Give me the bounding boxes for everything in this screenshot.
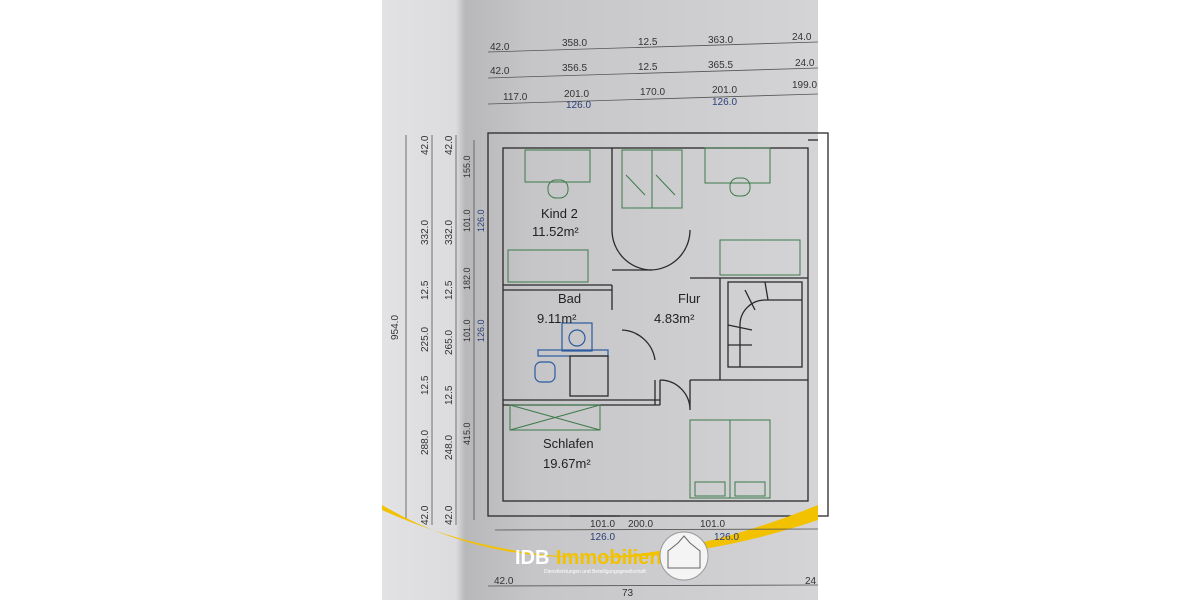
furniture: [507, 147, 801, 499]
dim-label: 42.0: [444, 135, 455, 155]
dim-label: 200.0: [628, 519, 653, 530]
dim-label: 265.0: [444, 330, 455, 355]
dim-label: 12.5: [444, 280, 455, 300]
dim-label: 365.5: [708, 60, 733, 71]
bottom-dimension-lines: [487, 528, 819, 587]
dim-label: 12.5: [420, 375, 431, 395]
top-dimension-labels: 42.0 358.0 12.5 363.0 24.0 42.0 356.5 12…: [490, 32, 817, 111]
staircase: [727, 281, 803, 368]
dim-label: 12.5: [638, 37, 658, 48]
room-labels: Kind 2 11.52m² Bad 9.11m² Flur 4.83m² Sc…: [532, 206, 701, 471]
paper-background: [382, 0, 818, 600]
building-icon: [667, 535, 701, 569]
building-seal-icon: [659, 531, 709, 581]
dim-label: 954.0: [390, 315, 401, 340]
dim-label: 24: [805, 576, 817, 587]
room-area-flur: 4.83m²: [654, 311, 695, 326]
company-logo: IDB Immobilien Dienstleistungen und Bete…: [515, 531, 709, 581]
dim-label: 201.0: [712, 85, 737, 96]
dim-label: 126.0: [566, 100, 591, 111]
logo-tagline: Dienstleistungen und Beteiligungsgesells…: [544, 569, 646, 575]
dim-label: 356.5: [562, 63, 587, 74]
dim-label: 12.5: [420, 280, 431, 300]
dim-label: 42.0: [494, 576, 514, 587]
dim-label: 126.0: [712, 97, 737, 108]
dim-label: 126.0: [476, 319, 486, 342]
room-name-flur: Flur: [678, 291, 701, 306]
dim-label: 117.0: [503, 92, 528, 103]
dim-label: 73: [622, 588, 634, 599]
dim-label: 126.0: [590, 532, 615, 543]
walls: [487, 132, 829, 517]
dim-label: 42.0: [444, 505, 455, 525]
dim-label: 42.0: [490, 42, 510, 53]
dim-label: 126.0: [476, 209, 486, 232]
logo-prefix: IDB: [515, 547, 549, 569]
bathroom-fixtures: [534, 322, 609, 397]
dim-label: 332.0: [444, 220, 455, 245]
logo-suffix: Immobilien: [556, 547, 662, 569]
dim-label: 170.0: [640, 87, 665, 98]
bottom-dimension-labels: 101.0 200.0 101.0 126.0 126.0 42.0 73 24: [494, 519, 817, 599]
top-dimension-lines: [487, 41, 819, 105]
dim-label: 332.0: [420, 220, 431, 245]
dim-label: 199.0: [792, 80, 817, 91]
dim-label: 126.0: [714, 532, 739, 543]
dim-label: 248.0: [444, 435, 455, 460]
dim-label: 415.0: [462, 422, 472, 445]
dim-label: 101.0: [590, 519, 615, 530]
left-dimension-lines: [405, 135, 475, 525]
dim-label: 101.0: [462, 209, 472, 232]
doors: [611, 229, 691, 411]
dim-label: 101.0: [700, 519, 725, 530]
dim-label: 201.0: [564, 89, 589, 100]
dim-label: 42.0: [490, 66, 510, 77]
dim-label: 182.0: [462, 267, 472, 290]
logo-swoosh: [382, 505, 818, 558]
dim-label: 24.0: [792, 32, 812, 43]
dim-label: 42.0: [420, 135, 431, 155]
room-name-bad: Bad: [558, 291, 581, 306]
room-name-schlafen: Schlafen: [543, 436, 594, 451]
room-area-kind-2: 11.52m²: [532, 224, 579, 239]
dim-label: 363.0: [708, 35, 733, 46]
dim-label: 225.0: [420, 327, 431, 352]
dim-label: 155.0: [462, 155, 472, 178]
dim-label: 101.0: [462, 319, 472, 342]
room-area-schlafen: 19.67m²: [543, 456, 591, 471]
dim-label: 358.0: [562, 38, 587, 49]
dim-label: 12.5: [444, 385, 455, 405]
dim-label: 24.0: [795, 58, 815, 69]
dim-label: 42.0: [420, 505, 431, 525]
room-area-bad: 9.11m²: [537, 311, 577, 326]
room-name-kind-2: Kind 2: [541, 206, 578, 221]
left-dimension-labels: 954.0 42.0 332.0 12.5 225.0 12.5 288.0 4…: [390, 135, 486, 525]
dim-label: 12.5: [638, 62, 658, 73]
dim-label: 288.0: [420, 430, 431, 455]
